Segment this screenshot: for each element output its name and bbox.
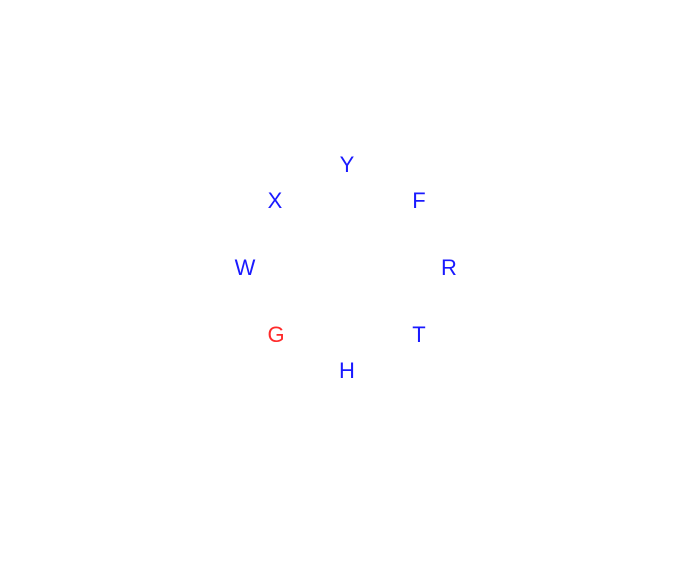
letter-top-right: F	[412, 188, 426, 213]
letter-top: Y	[339, 152, 355, 177]
letter-bottom-right: T	[412, 322, 426, 347]
letter-right: R	[441, 255, 457, 280]
letter-top-left: X	[267, 188, 283, 213]
letter-left: W	[234, 255, 256, 280]
letter-bottom: H	[339, 358, 355, 383]
letter-bottom-left-highlighted: G	[267, 322, 285, 347]
